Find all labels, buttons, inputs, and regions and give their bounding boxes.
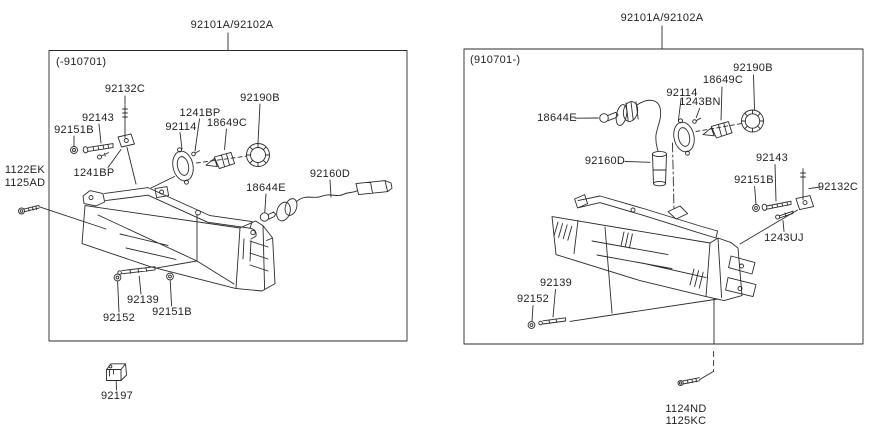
part-label-92151b-bottom-left: 92151B bbox=[152, 306, 192, 318]
part-label-92160d-right: 92160D bbox=[584, 155, 626, 167]
part-label-92197: 92197 bbox=[100, 390, 134, 402]
left-fasteners-drawing bbox=[113, 260, 197, 313]
right-fasteners-drawing bbox=[527, 164, 822, 329]
part-label-92114-right: 92114 bbox=[666, 87, 698, 99]
part-label-1241bp-low-left: 1241BP bbox=[73, 167, 115, 179]
right-panel-art bbox=[463, 25, 864, 387]
part-label-92139-left: 92139 bbox=[126, 294, 160, 306]
left-bulb-assembly-drawing bbox=[150, 103, 393, 222]
part-label-92114-left: 92114 bbox=[165, 121, 197, 133]
part-label-18649c-left: 18649C bbox=[206, 117, 248, 129]
part-label-1125kc: 1125KC bbox=[665, 415, 707, 427]
part-label-92190b-right: 92190B bbox=[733, 62, 773, 74]
part-label-1243bn-right: 1243BN bbox=[679, 96, 721, 108]
part-label-1124nd: 1124ND bbox=[665, 403, 707, 415]
right-mounting-bolt-drawing bbox=[677, 298, 715, 387]
part-label-18644e-left: 18644E bbox=[246, 182, 286, 194]
part-label-92151b-top-left: 92151B bbox=[54, 124, 94, 136]
part-label-92143-right: 92143 bbox=[755, 152, 789, 164]
left-variant-label: (-910701) bbox=[56, 56, 107, 68]
part-label-1125ad: 1125AD bbox=[4, 177, 46, 189]
left-mounting-bolt-drawing bbox=[18, 204, 107, 230]
right-variant-label: (910701-) bbox=[470, 54, 521, 66]
part-label-18644e-right: 18644E bbox=[537, 112, 577, 124]
right-headlamp-drawing bbox=[551, 194, 757, 322]
right-bulb-assembly-drawing bbox=[574, 74, 764, 211]
left-clip-drawing bbox=[106, 363, 128, 391]
left-assembly-title: 92101A/92102A bbox=[190, 19, 274, 31]
part-label-18649c-right: 18649C bbox=[702, 74, 744, 86]
part-label-92132c-right: 92132C bbox=[817, 181, 859, 193]
right-assembly-title: 92101A/92102A bbox=[620, 12, 704, 24]
part-label-1241bp-up-left: 1241BP bbox=[179, 107, 221, 119]
part-label-92152-left: 92152 bbox=[102, 312, 136, 324]
part-label-92152-right: 92152 bbox=[516, 293, 550, 305]
part-label-92151b-right: 92151B bbox=[734, 174, 774, 186]
right-panel-border bbox=[463, 48, 864, 345]
left-panel-border bbox=[48, 50, 408, 342]
part-label-1243uj-right: 1243UJ bbox=[764, 232, 804, 244]
part-label-92139-right: 92139 bbox=[539, 277, 573, 289]
left-headlamp-drawing bbox=[81, 186, 276, 292]
left-adjuster-hardware-drawing bbox=[70, 95, 137, 185]
part-label-92132c-left: 92132C bbox=[104, 83, 146, 95]
part-label-92160d-left: 92160D bbox=[309, 168, 351, 180]
part-label-1122ek: 1122EK bbox=[4, 164, 46, 176]
part-label-92143-left: 92143 bbox=[81, 112, 115, 124]
part-label-92190b-left: 92190B bbox=[240, 92, 280, 104]
left-panel-art bbox=[18, 32, 408, 391]
